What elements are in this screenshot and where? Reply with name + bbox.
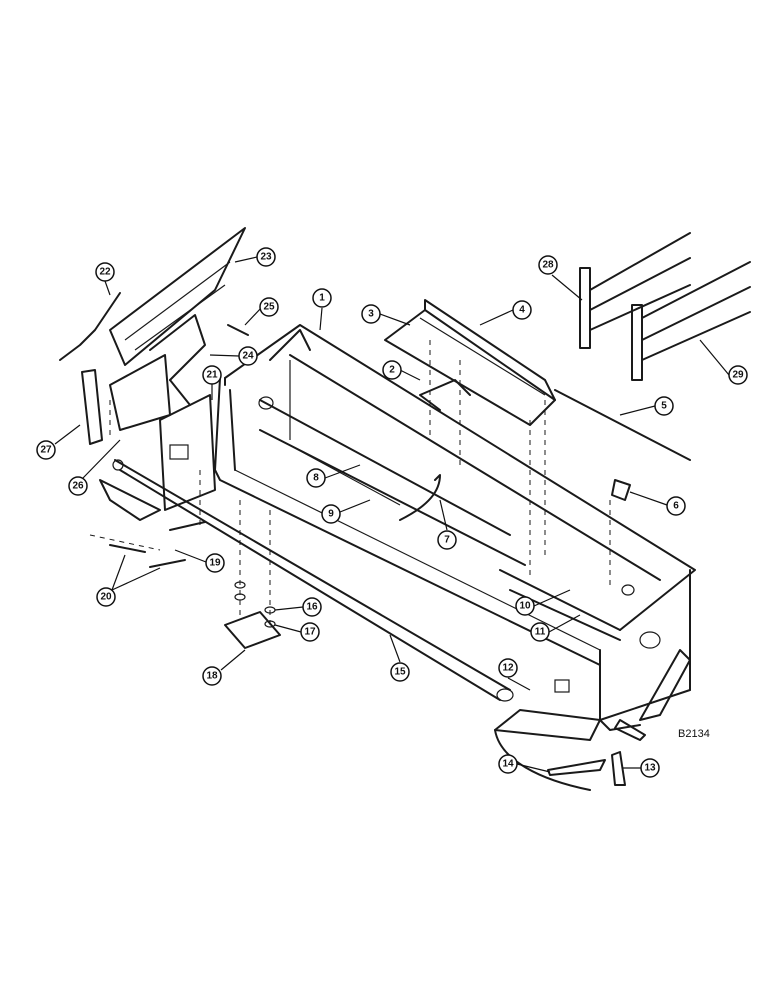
svg-text:8: 8 — [313, 473, 319, 484]
svg-text:14: 14 — [502, 759, 514, 770]
rack-28 — [579, 232, 691, 349]
callout-23: 23 — [234, 247, 276, 267]
callout-5: 5 — [619, 396, 674, 416]
hopper-frame — [99, 324, 696, 791]
callout-20: 20 — [96, 554, 161, 607]
svg-text:26: 26 — [72, 481, 84, 492]
callout-10: 10 — [515, 589, 571, 616]
callout-2: 2 — [382, 360, 421, 381]
callout-18: 18 — [202, 649, 246, 686]
handle-rod — [59, 292, 121, 361]
callout-9: 9 — [321, 499, 371, 524]
rack-29 — [631, 261, 751, 381]
pin — [227, 324, 249, 336]
callout-29: 29 — [699, 339, 748, 385]
mount-hardware — [224, 500, 281, 649]
svg-text:3: 3 — [368, 309, 374, 320]
drawing-code: B2134 — [678, 728, 710, 740]
svg-text:9: 9 — [328, 509, 334, 520]
svg-text:18: 18 — [206, 671, 218, 682]
assembly-lines — [89, 340, 611, 590]
svg-text:5: 5 — [661, 401, 667, 412]
cover-plate — [611, 479, 631, 501]
bracket-13 — [611, 751, 626, 786]
callout-1: 1 — [312, 288, 332, 331]
callout-21: 21 — [202, 365, 222, 400]
callout-16: 16 — [274, 597, 322, 617]
svg-text:12: 12 — [502, 663, 514, 674]
svg-text:25: 25 — [263, 302, 275, 313]
svg-text:29: 29 — [732, 370, 744, 381]
svg-text:22: 22 — [99, 267, 111, 278]
callout-28: 28 — [538, 255, 583, 301]
callout-25: 25 — [244, 297, 279, 326]
callout-6: 6 — [629, 491, 686, 516]
callout-26: 26 — [68, 439, 121, 496]
links — [109, 521, 206, 568]
svg-text:24: 24 — [242, 351, 254, 362]
svg-text:21: 21 — [206, 370, 218, 381]
cross-shaft — [112, 459, 514, 702]
svg-text:7: 7 — [444, 535, 450, 546]
callout-11: 11 — [530, 614, 581, 642]
svg-text:20: 20 — [100, 592, 112, 603]
svg-text:11: 11 — [535, 627, 546, 638]
callout-17: 17 — [274, 622, 320, 642]
side-plate — [81, 369, 103, 445]
svg-text:13: 13 — [644, 763, 656, 774]
svg-text:23: 23 — [260, 252, 272, 263]
svg-text:15: 15 — [394, 667, 406, 678]
callout-22: 22 — [95, 262, 115, 296]
svg-text:28: 28 — [542, 260, 554, 271]
callout-13: 13 — [622, 758, 660, 778]
svg-text:2: 2 — [389, 365, 395, 376]
hopper-lid — [384, 299, 556, 426]
svg-text:1: 1 — [319, 293, 325, 304]
callout-15: 15 — [389, 634, 410, 682]
callout-19: 19 — [174, 549, 225, 573]
callout-3: 3 — [361, 304, 411, 326]
svg-text:6: 6 — [673, 501, 679, 512]
callout-27: 27 — [36, 424, 81, 460]
svg-text:16: 16 — [306, 602, 318, 613]
hopper-extension — [109, 227, 246, 431]
svg-text:10: 10 — [519, 601, 531, 612]
link-14 — [547, 759, 606, 776]
callout-12: 12 — [498, 658, 531, 691]
callout-14: 14 — [498, 754, 551, 774]
callout-4: 4 — [479, 300, 532, 326]
svg-text:4: 4 — [519, 305, 525, 316]
svg-text:17: 17 — [304, 627, 316, 638]
long-rod — [554, 389, 691, 461]
callout-8: 8 — [306, 464, 361, 488]
callout-24: 24 — [209, 346, 258, 366]
svg-text:27: 27 — [40, 445, 52, 456]
callout-7: 7 — [437, 499, 457, 550]
svg-text:19: 19 — [209, 558, 221, 569]
